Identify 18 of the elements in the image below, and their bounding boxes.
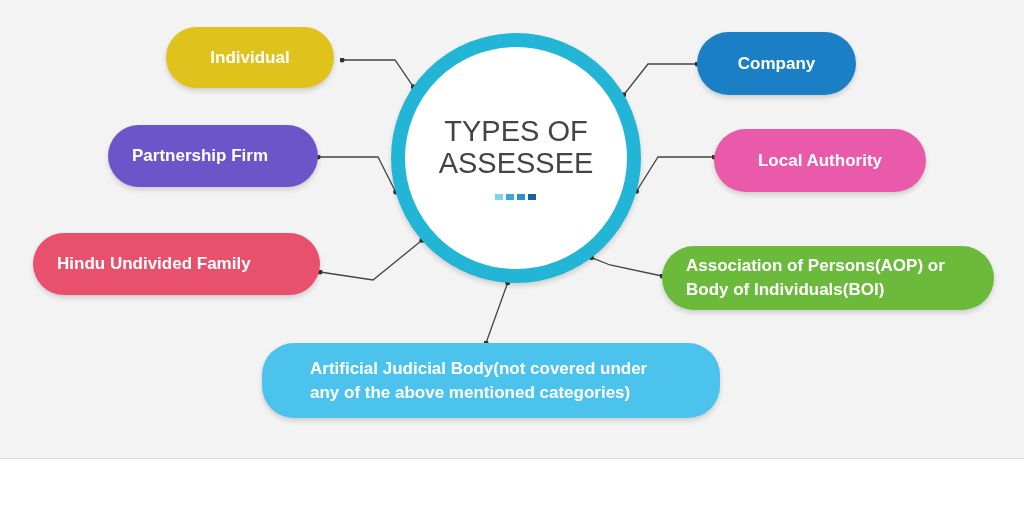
category-label: Association of Persons(AOP) or Body of Individuals(BOI) <box>686 255 946 301</box>
connector-line <box>317 237 425 281</box>
category-pill <box>33 233 320 295</box>
category-pill <box>166 27 334 88</box>
category-pill <box>262 343 720 418</box>
category-pill <box>108 125 318 187</box>
category-label: Partnership Firm <box>132 145 269 168</box>
category-pill <box>662 246 994 310</box>
connector-line <box>483 280 511 346</box>
category-label: Company <box>737 52 816 75</box>
category-label: Individual <box>210 46 290 69</box>
category-pill <box>714 129 926 192</box>
category-label: Artificial Judicial Body(not covered under any of the above mentioned categories) <box>310 357 649 404</box>
connector-line <box>339 57 416 90</box>
category-label: Hindu Undivided Family <box>57 253 251 276</box>
category-label: Local Authority <box>757 149 882 172</box>
category-pill <box>697 32 856 95</box>
title-text: TYPES OF ASSESSEE <box>437 116 595 180</box>
